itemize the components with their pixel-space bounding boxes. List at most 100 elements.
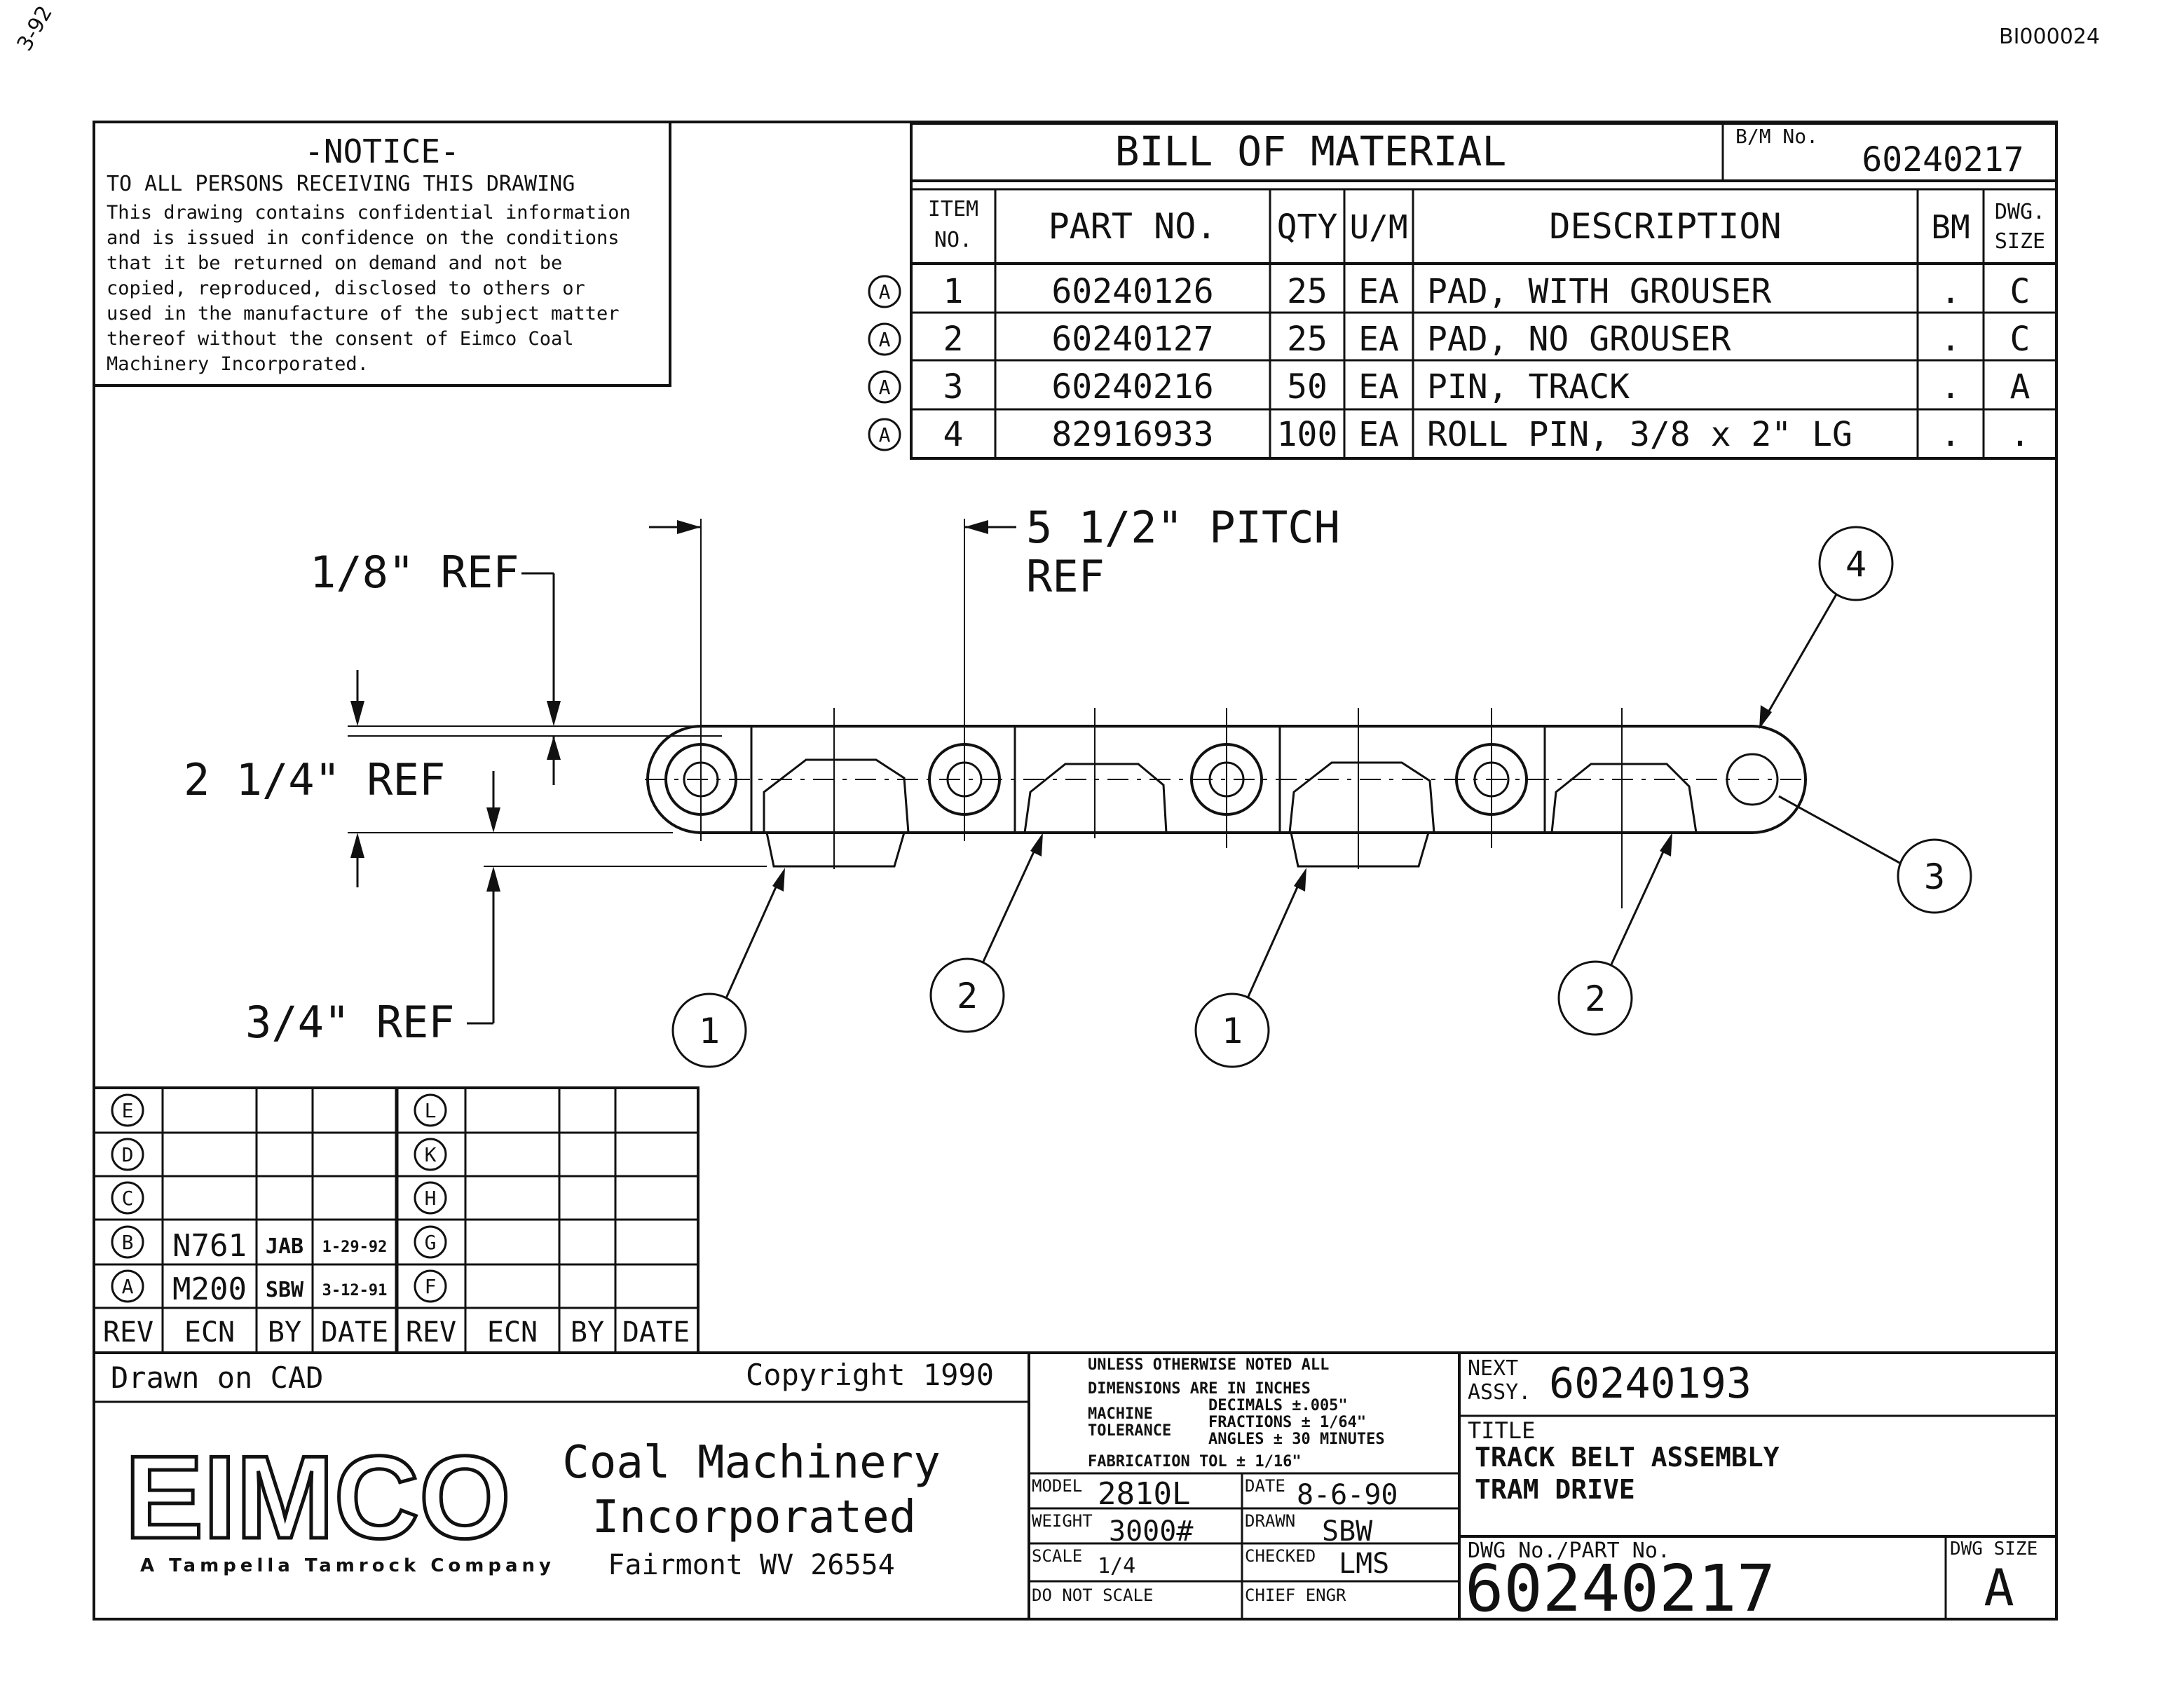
rev-label: K bbox=[425, 1143, 437, 1166]
row-bm: . bbox=[1941, 415, 1961, 454]
row-size: . bbox=[2010, 415, 2031, 454]
dwg-no-value: 60240217 bbox=[1465, 1551, 1775, 1626]
rev-label: B bbox=[122, 1231, 134, 1254]
next-assy-value: 60240193 bbox=[1549, 1359, 1752, 1408]
tol-decimals: DECIMALS ±.005" bbox=[1208, 1397, 1348, 1414]
row-rev: A bbox=[879, 280, 891, 303]
bill-of-material-table: BILL OF MATERIAL B/M No. 60240217 ITEM N… bbox=[868, 122, 2058, 460]
title-label: TITLE bbox=[1468, 1417, 1535, 1444]
row-um: EA bbox=[1358, 415, 1399, 454]
drawn-label: DRAWN bbox=[1245, 1511, 1295, 1531]
header-size: SIZE bbox=[1995, 229, 2045, 254]
tol-line2: DIMENSIONS ARE IN INCHES bbox=[1088, 1380, 1311, 1398]
document-id: BI000024 bbox=[1999, 25, 2100, 49]
balloon-label: 3 bbox=[1924, 857, 1945, 897]
weight-label: WEIGHT bbox=[1032, 1511, 1093, 1531]
model-value: 2810L bbox=[1098, 1476, 1190, 1512]
dim-three-quarter: 3/4" REF bbox=[245, 997, 455, 1048]
row-bm: . bbox=[1941, 272, 1961, 311]
row-qty: 100 bbox=[1277, 415, 1338, 454]
row-part: 60240126 bbox=[1051, 272, 1213, 311]
row-description: PAD, NO GROUSER bbox=[1427, 320, 1731, 359]
rev-header: ECN bbox=[487, 1316, 538, 1349]
tol-tolerance: TOLERANCE bbox=[1088, 1422, 1171, 1440]
dim-pitch: 5 1/2" PITCH bbox=[1026, 502, 1340, 553]
notice-line: used in the manufacture of the subject m… bbox=[107, 303, 620, 325]
row-description: PIN, TRACK bbox=[1427, 367, 1630, 407]
rev-label: C bbox=[122, 1187, 134, 1210]
next-assy-label2: ASSY. bbox=[1468, 1380, 1531, 1405]
notice-line: Machinery Incorporated. bbox=[107, 353, 369, 375]
row-um: EA bbox=[1358, 367, 1399, 407]
model-label: MODEL bbox=[1032, 1476, 1082, 1496]
dwg-size-value: A bbox=[1984, 1558, 2014, 1617]
weight-value: 3000# bbox=[1109, 1515, 1193, 1548]
scale-value: 1/4 bbox=[1098, 1554, 1135, 1578]
header-item: ITEM bbox=[928, 197, 978, 221]
tol-fractions: FRACTIONS ± 1/64" bbox=[1208, 1414, 1366, 1431]
bm-no-label: B/M No. bbox=[1735, 125, 1818, 148]
bom-title: BILL OF MATERIAL bbox=[1115, 128, 1507, 175]
row-description: PAD, WITH GROUSER bbox=[1427, 272, 1771, 311]
rev-label: A bbox=[122, 1275, 134, 1298]
scale-label: SCALE bbox=[1032, 1546, 1082, 1566]
date-label: DATE bbox=[1245, 1476, 1285, 1496]
checked-label: CHECKED bbox=[1245, 1546, 1316, 1566]
company-address: Fairmont WV 26554 bbox=[608, 1549, 894, 1581]
drawn-on-cad: Drawn on CAD bbox=[111, 1360, 323, 1395]
rev-header: REV bbox=[406, 1316, 456, 1349]
dim-eighth: 1/8" REF bbox=[310, 547, 519, 598]
tol-angles: ANGLES ± 30 MINUTES bbox=[1208, 1431, 1385, 1448]
tol-machine: MACHINE bbox=[1088, 1405, 1153, 1423]
notice-subtitle: TO ALL PERSONS RECEIVING THIS DRAWING bbox=[107, 172, 575, 196]
row-item: 1 bbox=[943, 272, 964, 311]
row-rev: A bbox=[879, 376, 891, 399]
row-um: EA bbox=[1358, 320, 1399, 359]
row-size: C bbox=[2010, 272, 2031, 311]
balloon-label: 1 bbox=[1222, 1011, 1243, 1051]
revision-block: E D C B A L K H G F N761 JAB 1-29-92 M20… bbox=[93, 1086, 699, 1354]
dim-pitch-ref: REF bbox=[1026, 551, 1105, 602]
row-rev: A bbox=[879, 423, 891, 446]
rev-label: L bbox=[425, 1099, 437, 1122]
next-assy-label: NEXT bbox=[1468, 1356, 1518, 1381]
row-item: 3 bbox=[943, 367, 964, 407]
row-size: A bbox=[2010, 367, 2031, 407]
row-rev: A bbox=[879, 328, 891, 351]
row-um: EA bbox=[1358, 272, 1399, 311]
rev-b-by: JAB bbox=[266, 1234, 303, 1259]
balloon-label: 2 bbox=[1585, 978, 1606, 1019]
row-item: 2 bbox=[943, 320, 964, 359]
rev-header: REV bbox=[103, 1316, 153, 1349]
balloon-label: 4 bbox=[1845, 544, 1866, 585]
bm-no: 60240217 bbox=[1862, 140, 2023, 179]
rev-a-ecn: M200 bbox=[172, 1271, 247, 1307]
header-qty: QTY bbox=[1277, 207, 1338, 247]
eimco-logo: EIMCO bbox=[125, 1431, 511, 1563]
rev-label: E bbox=[122, 1099, 134, 1122]
dwg-size-label: DWG SIZE bbox=[1950, 1539, 2038, 1560]
header-description: DESCRIPTION bbox=[1549, 206, 1781, 247]
rev-label: F bbox=[425, 1275, 437, 1298]
rev-header: DATE bbox=[622, 1316, 690, 1349]
rev-header: ECN bbox=[184, 1316, 235, 1349]
row-qty: 25 bbox=[1287, 272, 1328, 311]
tol-fab: FABRICATION TOL ± 1/16" bbox=[1088, 1453, 1302, 1471]
rev-label: G bbox=[425, 1231, 437, 1254]
notice-line: copied, reproduced, disclosed to others … bbox=[107, 278, 585, 299]
title-line2: TRAM DRIVE bbox=[1475, 1474, 1635, 1505]
chief-engr-label: CHIEF ENGR bbox=[1245, 1585, 1346, 1605]
handwritten-mark: 3-92 bbox=[13, 1, 57, 55]
row-description: ROLL PIN, 3/8 x 2" LG bbox=[1427, 415, 1852, 454]
header-part-no: PART NO. bbox=[1049, 206, 1217, 247]
title-block: Drawn on CAD Copyright 1990 EIMCO A Tamp… bbox=[94, 1351, 2056, 1626]
row-part: 60240127 bbox=[1051, 320, 1213, 359]
dim-two-quarter: 2 1/4" REF bbox=[184, 754, 445, 805]
balloon-label: 1 bbox=[699, 1011, 720, 1051]
rev-b-date: 1-29-92 bbox=[322, 1239, 388, 1256]
copyright: Copyright 1990 bbox=[746, 1358, 994, 1392]
notice-line: thereof without the consent of Eimco Coa… bbox=[107, 328, 573, 350]
rev-header: BY bbox=[268, 1316, 301, 1349]
do-not-scale: DO NOT SCALE bbox=[1032, 1585, 1153, 1605]
